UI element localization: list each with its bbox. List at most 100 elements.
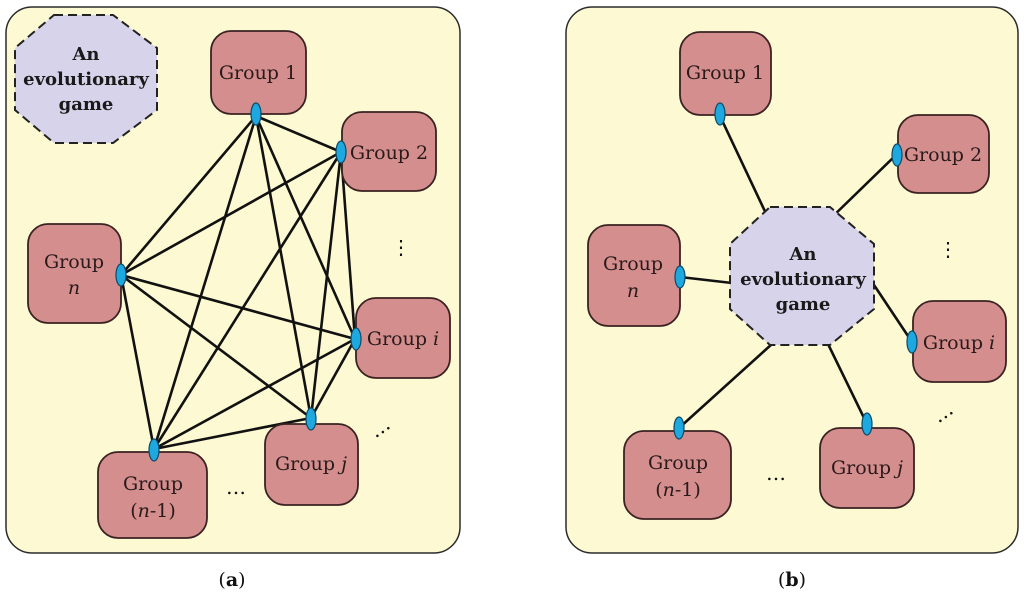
group-i-label-var: i <box>433 328 439 350</box>
center-game-label-line3: game <box>776 294 831 315</box>
connector-group-n <box>115 263 127 287</box>
panel-b-horizontal-ellipsis: … <box>766 461 786 485</box>
b-group-n-minus-1-var: n <box>663 479 675 501</box>
b-group-2-label: Group 2 <box>904 144 982 166</box>
panel-b: An evolutionary game Group 1 Group 2 Gro… <box>565 6 1019 554</box>
game-octagon <box>14 14 158 144</box>
connector-group-n-minus-1 <box>148 438 160 462</box>
b-group-n-minus-1-close: -1) <box>675 479 701 501</box>
edge-n-j <box>120 273 312 420</box>
group-2-node: Group 2 <box>341 111 437 192</box>
edge-b-game-i <box>870 281 914 343</box>
edge-1-2 <box>255 114 342 154</box>
edge-b-game-1 <box>718 115 772 223</box>
panel-b-vertical-ellipsis: ⋮ <box>938 237 958 261</box>
b-group-1-label: Group 1 <box>686 62 764 84</box>
connector-group-i <box>350 327 362 351</box>
b-group-2-node: Group 2 <box>897 114 990 194</box>
b-group-n-minus-1-box <box>623 430 732 520</box>
edge-i-j <box>309 338 357 419</box>
group-n-box <box>27 223 122 324</box>
connector-group-j <box>305 407 317 431</box>
b-connector-group-n-minus-1 <box>673 416 685 440</box>
b-group-n-minus-1-open: ( <box>655 479 662 501</box>
game-label-line1: An <box>71 44 99 65</box>
caption-b-close: ) <box>799 569 806 591</box>
b-group-i-node: Group i <box>912 300 1007 383</box>
center-game-label-line2: evolutionary <box>740 269 866 290</box>
group-1-node: Group 1 <box>210 30 307 115</box>
caption-b-letter: b <box>785 569 798 591</box>
caption-a-letter: a <box>226 569 238 591</box>
panel-a-game: An evolutionary game <box>14 14 158 144</box>
panel-a-edges <box>119 114 357 451</box>
edge-2-n1 <box>152 151 343 450</box>
group-n-minus-1-var: n <box>138 500 150 522</box>
edge-2-i <box>339 151 357 340</box>
connector-group-1 <box>250 102 262 126</box>
group-j-label: Group j <box>275 453 347 475</box>
b-group-j-node: Group j <box>819 427 915 509</box>
b-group-i-label-var: i <box>989 332 995 354</box>
b-group-1-node: Group 1 <box>679 31 772 116</box>
edge-n-n1 <box>119 274 156 450</box>
game-label-line3: game <box>59 94 114 115</box>
edge-b-game-n1 <box>678 343 773 429</box>
b-connector-group-1 <box>714 102 726 126</box>
panel-b-connectors <box>673 102 918 440</box>
group-n-minus-1-box <box>97 451 208 539</box>
edge-b-game-2 <box>826 154 897 223</box>
connector-group-2 <box>335 140 347 164</box>
b-group-n-minus-1-node: Group (n-1) <box>623 430 732 520</box>
edge-b-game-n <box>679 275 733 285</box>
caption-a: (a) <box>218 569 245 591</box>
group-i-label: Group i <box>367 328 439 350</box>
group-j-label-word: Group <box>275 453 341 475</box>
panel-a: An evolutionary game Group 1 Group 2 Gro… <box>5 6 461 554</box>
edge-b-game-j <box>826 343 869 425</box>
group-i-label-word: Group <box>367 328 433 350</box>
group-1-label: Group 1 <box>219 62 297 84</box>
group-j-label-var: j <box>337 453 347 475</box>
caption-a-open: ( <box>218 569 225 591</box>
b-group-j-label-word: Group <box>831 457 897 479</box>
panel-a-vertical-ellipsis: ⋮ <box>391 235 411 259</box>
caption-b: (b) <box>778 569 806 591</box>
edge-1-n <box>120 115 257 276</box>
b-group-n-label-word: Group <box>603 253 663 275</box>
group-n-minus-1-node: Group (n-1) <box>97 451 208 539</box>
b-group-n-node: Group n <box>587 224 681 327</box>
group-j-node: Group j <box>264 423 359 506</box>
group-n-minus-1-close: -1) <box>150 500 176 522</box>
group-i-node: Group i <box>355 297 451 379</box>
b-connector-group-2 <box>891 143 903 167</box>
b-group-i-label-word: Group <box>923 332 989 354</box>
group-n-node: Group n <box>27 223 122 324</box>
group-n-label-var: n <box>68 277 80 299</box>
group-n-minus-1-open: ( <box>130 500 137 522</box>
edge-2-j <box>309 151 343 419</box>
edge-1-i <box>254 115 357 340</box>
center-game-label-line1: An <box>788 244 816 265</box>
panel-a-horizontal-ellipsis: … <box>226 475 246 499</box>
b-group-n-box <box>587 224 681 327</box>
b-group-i-label: Group i <box>923 332 995 354</box>
group-2-label: Group 2 <box>350 142 428 164</box>
edge-n-i <box>120 273 356 341</box>
panel-b-edges <box>678 115 914 429</box>
game-label-line2: evolutionary <box>23 69 149 90</box>
edge-i-n1 <box>153 337 356 451</box>
group-n-minus-1-label-word: Group <box>123 473 183 495</box>
b-group-j-label-var: j <box>893 457 903 479</box>
panel-a-connectors <box>115 102 362 462</box>
group-n-label-word: Group <box>44 251 104 273</box>
group-n-minus-1-label-index: (n-1) <box>130 500 176 522</box>
edge-1-n1 <box>152 115 258 450</box>
b-group-n-label-var: n <box>627 280 639 302</box>
panel-b-game: An evolutionary game <box>729 206 875 346</box>
b-connector-group-n <box>674 265 686 289</box>
b-group-j-label: Group j <box>831 457 903 479</box>
caption-a-close: ) <box>238 569 245 591</box>
edge-2-n <box>120 150 342 277</box>
